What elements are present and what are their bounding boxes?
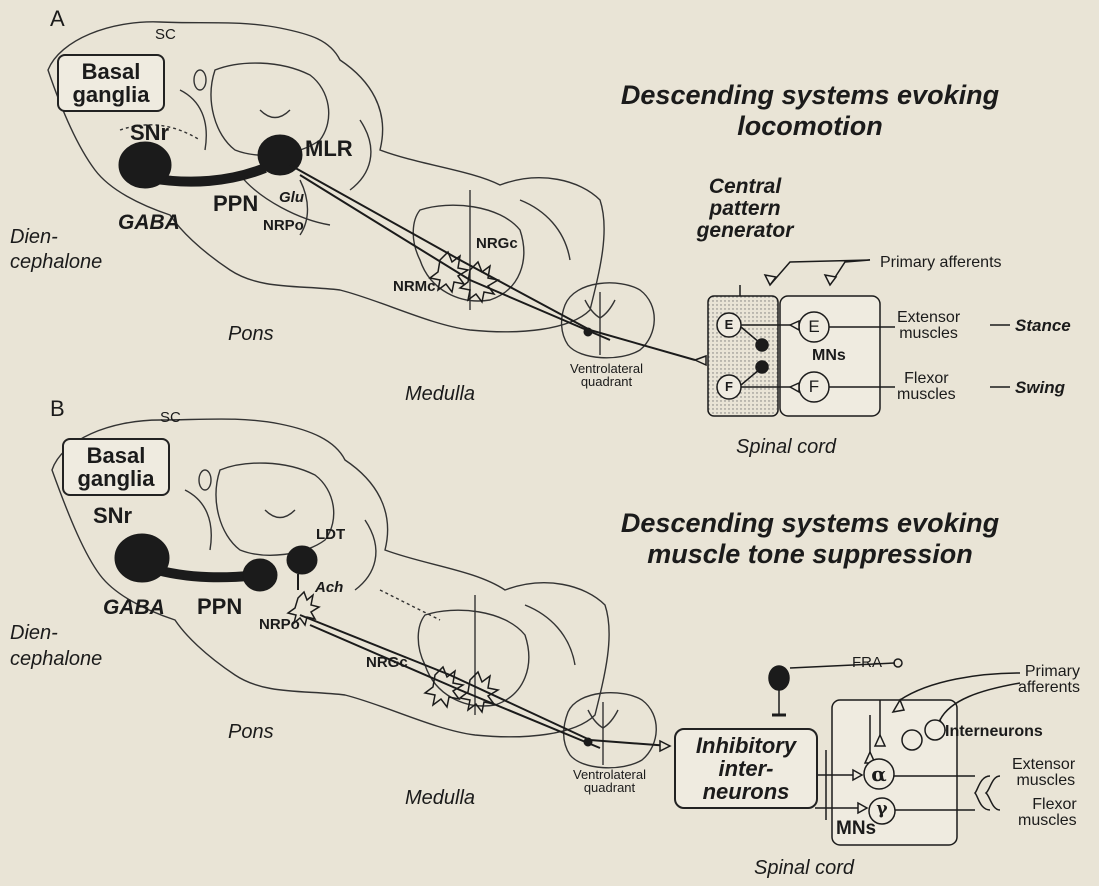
basal-ganglia-line1-a: Basal [65,60,157,83]
nrgc-label-a: NRGc [476,236,518,251]
diencephalone-line2-b: cephalone [10,649,102,669]
snr-label-a: SNr [130,122,169,144]
inhibitory-interneurons-box: Inhibitory inter- neurons [674,728,818,809]
sc-label-a: SC [155,27,176,42]
stance-label: Stance [1015,317,1071,334]
inhibitory-line2: inter- [682,757,810,780]
vq-line2-a: quadrant [570,375,643,388]
swing-label: Swing [1015,379,1065,396]
f-interneuron: F [721,380,737,393]
pathways-a [119,135,706,365]
basal-ganglia-box-a: Basal ganglia [57,54,165,112]
mns-label-a: MNs [812,348,846,364]
flexor-line1-a: Flexor [897,371,956,387]
medulla-label-b: Medulla [405,788,475,808]
vq-line2-b: quadrant [573,781,646,794]
basal-ganglia-line1-b: Basal [70,444,162,467]
ventrolateral-quadrant-b: Ventrolateral quadrant [573,768,646,794]
gaba-label-a: GABA [118,212,180,233]
nrpo-label-a: NRPo [263,218,304,233]
fra-label: FRA [852,655,882,670]
extensor-line1-a: Extensor [897,310,960,326]
basal-ganglia-line2-b: ganglia [70,467,162,490]
title-a: Descending systems evoking locomotion [580,80,1040,142]
title-b-line1: Descending systems evoking [580,508,1040,539]
extensor-line2-a: muscles [897,326,960,342]
title-b-line2: muscle tone suppression [580,539,1040,570]
flexor-muscles-b: Flexor muscles [1018,797,1077,829]
flexor-muscles-a: Flexor muscles [897,371,956,403]
circuit-a [708,260,1010,416]
e-motoneuron: E [804,318,824,335]
diencephalone-line2-a: cephalone [10,252,102,272]
pons-label-a: Pons [228,324,274,344]
glu-label: Glu [279,190,304,205]
medulla-label-a: Medulla [405,384,475,404]
gaba-label-b: GABA [103,597,165,618]
gamma-motoneuron: γ [872,801,892,818]
e-interneuron: E [721,318,737,331]
spinal-section-b [564,693,657,768]
title-a-line1: Descending systems evoking [580,80,1040,111]
primary-afferents-b: Primary afferents [1018,664,1080,696]
ppn-label-b: PPN [197,596,242,618]
ach-label: Ach [315,580,343,595]
flexor-line1-b: Flexor [1018,797,1077,813]
extensor-line1-b: Extensor [1012,757,1075,773]
diencephalone-line1-a: Dien- [10,227,58,247]
inhibitory-line3: neurons [682,780,810,803]
snr-label-b: SNr [93,505,132,527]
sc-label-b: SC [160,410,181,425]
primary-afferents-line1-b: Primary [1018,664,1080,680]
diencephalone-line1-b: Dien- [10,623,58,643]
panel-a-letter: A [50,8,65,30]
ventrolateral-quadrant-a: Ventrolateral quadrant [570,362,643,388]
spinal-cord-label-a: Spinal cord [736,437,836,457]
primary-afferents-line2-b: afferents [1018,680,1080,696]
mns-label-b: MNs [836,819,876,838]
title-a-line2: locomotion [580,111,1040,142]
pons-label-b: Pons [228,722,274,742]
extensor-muscles-b: Extensor muscles [1012,757,1075,789]
cpg-line3: generator [680,220,810,242]
nrgc-label-b: NRGc [366,655,408,670]
nrpo-label-b: NRPo [259,617,300,632]
nrmc-label: NRMc [393,279,436,294]
interneurons-label: Interneurons [945,724,1043,740]
panel-b-letter: B [50,398,65,420]
extensor-muscles-a: Extensor muscles [897,310,960,342]
cpg-line2: pattern [680,198,810,220]
title-b: Descending systems evoking muscle tone s… [580,508,1040,570]
basal-ganglia-line2-a: ganglia [65,83,157,106]
inhibitory-line1: Inhibitory [682,734,810,757]
alpha-motoneuron: α [869,764,889,784]
flexor-line2-b: muscles [1018,813,1077,829]
f-motoneuron: F [804,378,824,395]
mlr-label: MLR [305,138,353,160]
extensor-line2-b: muscles [1012,773,1075,789]
ppn-label-a: PPN [213,193,258,215]
primary-afferents-a: Primary afferents [880,255,1002,271]
cpg-line1: Central [680,176,810,198]
cpg-label: Central pattern generator [680,176,810,242]
basal-ganglia-box-b: Basal ganglia [62,438,170,496]
ldt-label: LDT [316,527,345,542]
flexor-line2-a: muscles [897,387,956,403]
spinal-cord-label-b: Spinal cord [754,858,854,878]
